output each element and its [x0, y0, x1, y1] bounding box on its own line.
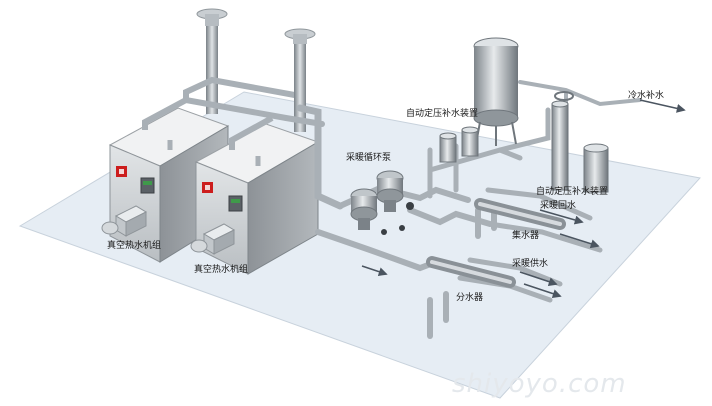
- control-panel-2: [228, 195, 243, 212]
- label-auto-pressure-makeup-top: 自动定压补水装置: [406, 107, 478, 119]
- heating-circulation-pumps: [350, 170, 414, 235]
- label-collector: 集水器: [512, 229, 539, 241]
- arrow-cold-water: [639, 99, 686, 113]
- arrow-heating-return-1: [539, 209, 584, 225]
- arrow-heating-return-2: [559, 233, 600, 249]
- watermark: shiyoyo.com: [452, 369, 627, 399]
- label-heating-circ-pump: 采暖循环泵: [346, 151, 391, 163]
- flue-stack-1: [206, 24, 218, 114]
- pump-valve: [406, 202, 414, 210]
- water-softener: [551, 91, 574, 191]
- brine-tank: [583, 143, 609, 193]
- burner-1: [101, 205, 148, 237]
- arrow-heating-supply-1: [519, 271, 558, 286]
- burner-2: [190, 223, 236, 255]
- label-boiler-unit-1: 真空热水机组: [107, 239, 161, 251]
- control-panel-1: [140, 177, 155, 194]
- makeup-tank: [473, 37, 519, 146]
- collector-header: [474, 198, 566, 230]
- arrow-drain: [361, 265, 388, 276]
- label-heating-supply: 采暖供水: [512, 257, 548, 269]
- main-pipework: [283, 80, 642, 339]
- label-heating-return: 采暖回水: [540, 199, 576, 211]
- label-auto-pressure-makeup-right: 自动定压补水装置: [536, 185, 608, 197]
- arrow-heating-supply-2: [523, 283, 562, 298]
- label-cold-water-makeup: 冷水补水: [628, 89, 664, 101]
- boiler-unit-2: [190, 28, 320, 275]
- distributor-header: [426, 256, 516, 288]
- pump-2: [376, 170, 404, 212]
- label-boiler-unit-2: 真空热水机组: [194, 263, 248, 275]
- pump-1: [350, 188, 378, 230]
- label-distributor: 分水器: [456, 291, 483, 303]
- makeup-pumps: [439, 126, 479, 163]
